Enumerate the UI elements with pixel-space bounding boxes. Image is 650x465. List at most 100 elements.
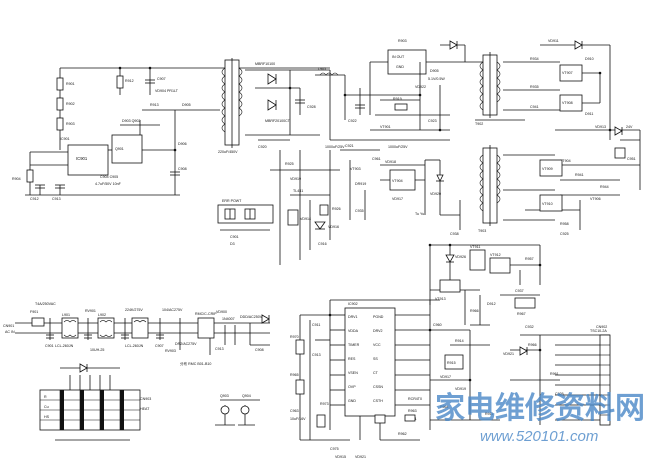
svg-text:IC901: IC901 bbox=[60, 137, 70, 141]
svg-text:MBRF20100CT: MBRF20100CT bbox=[265, 119, 291, 123]
svg-text:DRV1: DRV1 bbox=[348, 315, 358, 319]
standby-5v-regulator: L903 IN OUT GND R903 D905 5.1V/0.5W C922… bbox=[315, 39, 465, 149]
svg-text:D912: D912 bbox=[487, 302, 496, 306]
svg-text:VD926: VD926 bbox=[455, 255, 466, 259]
watermark-url: www.520101.com bbox=[480, 428, 598, 445]
svg-text:C912: C912 bbox=[30, 197, 39, 201]
svg-text:C937: C937 bbox=[515, 289, 524, 293]
heatsink-pin-grid: R Cu HS CN903 HEAT bbox=[39, 363, 151, 441]
svg-text:R901: R901 bbox=[66, 82, 75, 86]
svg-text:C960: C960 bbox=[433, 323, 442, 327]
main-transformer-t901: 220uF/450V MBRF10100 MBRF20100CT C928 C9… bbox=[218, 58, 330, 154]
svg-text:L903: L903 bbox=[318, 67, 326, 71]
svg-text:P964: P964 bbox=[440, 405, 448, 409]
svg-text:C907: C907 bbox=[157, 77, 166, 81]
svg-text:R958: R958 bbox=[560, 222, 569, 226]
svg-text:C908: C908 bbox=[255, 348, 264, 352]
cn902-label: CN902 bbox=[596, 325, 607, 329]
svg-text:T902: T902 bbox=[475, 122, 483, 126]
svg-text:VT903: VT903 bbox=[350, 167, 361, 171]
svg-text:D903 Q902: D903 Q902 bbox=[122, 119, 140, 123]
center-control-section: R925 VD919 TL431 VD914 VD916 R926 C916 C… bbox=[270, 144, 461, 265]
reference-small-block: ERR POWT C901 D3 bbox=[217, 199, 274, 246]
svg-text:ERR POWT: ERR POWT bbox=[222, 199, 242, 203]
svg-text:224K/275V: 224K/275V bbox=[125, 308, 143, 312]
svg-text:C922: C922 bbox=[348, 119, 357, 123]
svg-text:C928: C928 bbox=[307, 105, 316, 109]
svg-text:R925: R925 bbox=[285, 162, 294, 166]
filter-l902-label: L902 bbox=[98, 313, 106, 317]
svg-text:R973: R973 bbox=[320, 402, 329, 406]
svg-text:RV903: RV903 bbox=[165, 349, 176, 353]
svg-text:R941: R941 bbox=[575, 173, 584, 177]
svg-text:VT901: VT901 bbox=[380, 125, 391, 129]
svg-text:C923: C923 bbox=[428, 119, 437, 123]
svg-text:LCL-260JN: LCL-260JN bbox=[55, 344, 74, 348]
svg-text:VCC: VCC bbox=[373, 343, 381, 347]
svg-text:VT910: VT910 bbox=[542, 202, 553, 206]
svg-text:R919: R919 bbox=[393, 97, 402, 101]
svg-text:GND: GND bbox=[348, 399, 356, 403]
svg-text:C925: C925 bbox=[560, 232, 569, 236]
svg-text:C913: C913 bbox=[215, 347, 224, 351]
svg-text:R: R bbox=[44, 395, 47, 399]
svg-text:VD915: VD915 bbox=[335, 455, 346, 459]
watermark-text: 家电维修资料网 bbox=[435, 391, 645, 426]
svg-text:D3: D3 bbox=[230, 242, 235, 246]
watermark: 家电维修资料网 www.520101.com bbox=[435, 391, 645, 445]
svg-text:R967: R967 bbox=[517, 312, 526, 316]
svg-text:R902: R902 bbox=[66, 102, 75, 106]
ic902-label: IC902 bbox=[348, 302, 358, 306]
svg-text:VT911: VT911 bbox=[470, 245, 480, 249]
svg-text:VD913: VD913 bbox=[595, 125, 606, 129]
svg-text:SS: SS bbox=[373, 357, 378, 361]
svg-text:VT907: VT907 bbox=[562, 71, 573, 75]
svg-text:AC IN: AC IN bbox=[5, 330, 15, 334]
svg-text:R961: R961 bbox=[550, 372, 559, 376]
svg-text:C913: C913 bbox=[52, 197, 61, 201]
svg-text:VD900: VD900 bbox=[216, 310, 227, 314]
svg-text:C908: C908 bbox=[178, 167, 187, 171]
svg-text:R914: R914 bbox=[455, 339, 464, 343]
schematic-note: 分布 RMC B01-B10 bbox=[180, 361, 211, 366]
svg-text:1000uF/25V: 1000uF/25V bbox=[325, 145, 345, 149]
svg-text:Q904: Q904 bbox=[242, 394, 251, 398]
svg-text:LCL-260JN: LCL-260JN bbox=[125, 344, 144, 348]
output-transformer-upper: T902 VD911 VT907 VT908 R934 R935 C941 D9… bbox=[460, 39, 611, 140]
svg-text:CSTH: CSTH bbox=[373, 399, 383, 403]
svg-text:D910: D910 bbox=[585, 57, 594, 61]
svg-text:VT908: VT908 bbox=[562, 101, 573, 105]
svg-text:VT912: VT912 bbox=[490, 253, 501, 257]
svg-text:C938: C938 bbox=[450, 232, 459, 236]
svg-text:C916: C916 bbox=[318, 242, 327, 246]
svg-text:5.1V/0.5W: 5.1V/0.5W bbox=[428, 77, 445, 81]
svg-text:R962: R962 bbox=[398, 432, 407, 436]
svg-text:R966: R966 bbox=[470, 309, 479, 313]
svg-text:R963: R963 bbox=[408, 409, 417, 413]
svg-text:DR2/AC275V: DR2/AC275V bbox=[175, 342, 197, 346]
svg-text:1N4007: 1N4007 bbox=[222, 317, 235, 321]
fuse-label: T4A/250VAC bbox=[35, 302, 56, 306]
svg-text:VD919: VD919 bbox=[290, 177, 301, 181]
filter-l901-label: L901 bbox=[62, 313, 70, 317]
ic901-block bbox=[67, 144, 109, 176]
svg-text:R911: R911 bbox=[485, 412, 493, 416]
svg-text:10UH-25: 10UH-25 bbox=[90, 348, 104, 352]
svg-text:D905: D905 bbox=[430, 69, 439, 73]
svg-text:VT913: VT913 bbox=[435, 297, 446, 301]
svg-text:Q903: Q903 bbox=[220, 394, 229, 398]
svg-text:HS: HS bbox=[44, 415, 50, 419]
svg-text:VT904: VT904 bbox=[392, 179, 403, 183]
svg-text:MBRF10100: MBRF10100 bbox=[255, 62, 275, 66]
svg-text:RMC/C-CRIP: RMC/C-CRIP bbox=[195, 312, 217, 316]
svg-text:CN901: CN901 bbox=[3, 324, 14, 328]
svg-text:VD922: VD922 bbox=[415, 85, 426, 89]
svg-text:C961: C961 bbox=[372, 157, 381, 161]
svg-text:TL431: TL431 bbox=[293, 189, 303, 193]
svg-text:VD916: VD916 bbox=[328, 225, 339, 229]
svg-text:OVP: OVP bbox=[348, 385, 356, 389]
svg-text:R966: R966 bbox=[528, 343, 537, 347]
svg-text:R935: R935 bbox=[530, 85, 539, 89]
svg-text:Tu Yu: Tu Yu bbox=[415, 212, 424, 216]
svg-text:D911: D911 bbox=[585, 112, 593, 116]
